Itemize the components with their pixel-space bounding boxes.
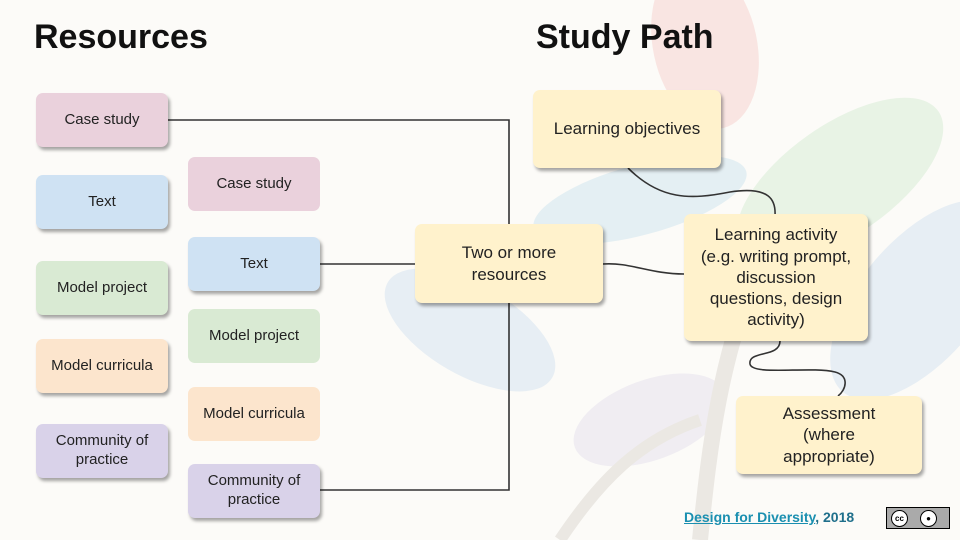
resources-heading: Resources bbox=[34, 18, 208, 56]
middle-text-box: Text bbox=[188, 237, 320, 291]
left-case-study-box: Case study bbox=[36, 93, 168, 147]
cc-by-license-badge[interactable]: cc ● bbox=[886, 507, 950, 529]
connector-case-study bbox=[168, 119, 510, 224]
cc-icon: cc bbox=[891, 509, 908, 527]
credit-line: Design for Diversity, 2018 bbox=[684, 509, 854, 525]
two-or-more-resources-box: Two or more resources bbox=[415, 224, 603, 303]
left-model-project-box: Model project bbox=[36, 261, 168, 315]
by-icon: ● bbox=[920, 509, 937, 527]
middle-model-project-box: Model project bbox=[188, 309, 320, 363]
learning-objectives-box: Learning objectives bbox=[533, 90, 721, 168]
connector-community bbox=[320, 303, 510, 491]
left-model-curricula-box: Model curricula bbox=[36, 339, 168, 393]
middle-model-curricula-box: Model curricula bbox=[188, 387, 320, 441]
design-for-diversity-link[interactable]: Design for Diversity bbox=[684, 509, 816, 525]
connector-objectives-activity bbox=[627, 167, 776, 217]
middle-community-box: Community of practice bbox=[188, 464, 320, 518]
left-text-box: Text bbox=[36, 175, 168, 229]
credit-year: , 2018 bbox=[815, 509, 855, 525]
connector-hub-activity bbox=[602, 262, 685, 275]
assessment-box: Assessment (where appropriate) bbox=[736, 396, 922, 474]
study-path-heading: Study Path bbox=[536, 18, 714, 56]
learning-activity-box: Learning activity (e.g. writing prompt, … bbox=[684, 214, 868, 341]
middle-case-study-box: Case study bbox=[188, 157, 320, 211]
connector-activity-assessment bbox=[749, 340, 846, 397]
left-community-box: Community of practice bbox=[36, 424, 168, 478]
